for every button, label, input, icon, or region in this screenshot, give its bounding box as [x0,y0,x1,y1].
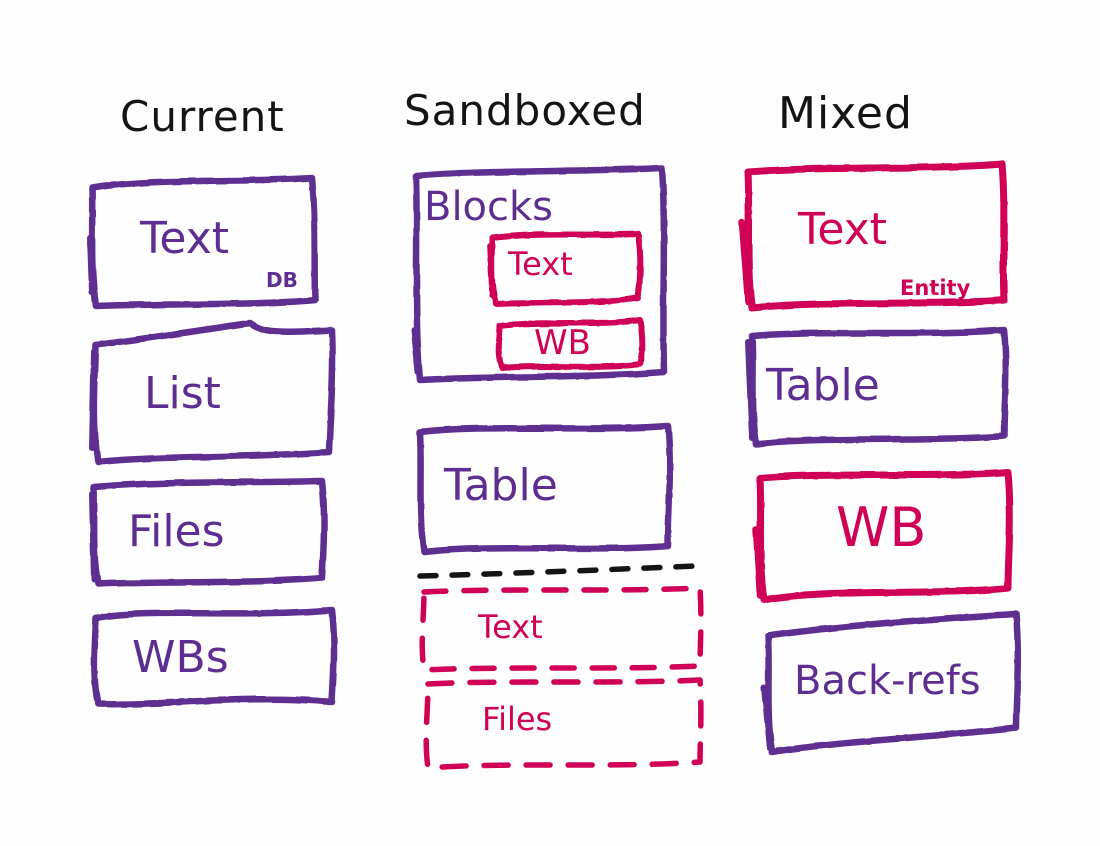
box-label-mixed-table: Table [766,360,880,411]
box-label-current-wbs: WBs [132,632,229,683]
column-title-current: Current [120,92,285,141]
box-label-mixed-wb: WB [836,496,927,559]
box-label-mixed-text: Text [798,204,887,255]
box-label-mixed-backrefs: Back-refs [794,658,981,704]
badge-db: DB [266,268,298,292]
box-label-current-text: Text [140,213,229,264]
box-label-current-files: Files [128,506,225,557]
box-label-sandboxed-dashed-files: Files [482,700,553,738]
badge-entity: Entity [900,276,971,300]
box-label-sandboxed-blocks-wb: WB [534,323,591,363]
box-label-sandboxed-table: Table [444,460,558,511]
box-label-sandboxed-blocks-text: Text [508,245,573,283]
box-label-current-list: List [144,368,221,419]
column-title-sandboxed: Sandboxed [404,86,646,135]
box-label-sandboxed-blocks: Blocks [424,184,554,230]
box-label-sandboxed-dashed-text: Text [478,608,543,646]
column-title-mixed: Mixed [778,88,913,139]
